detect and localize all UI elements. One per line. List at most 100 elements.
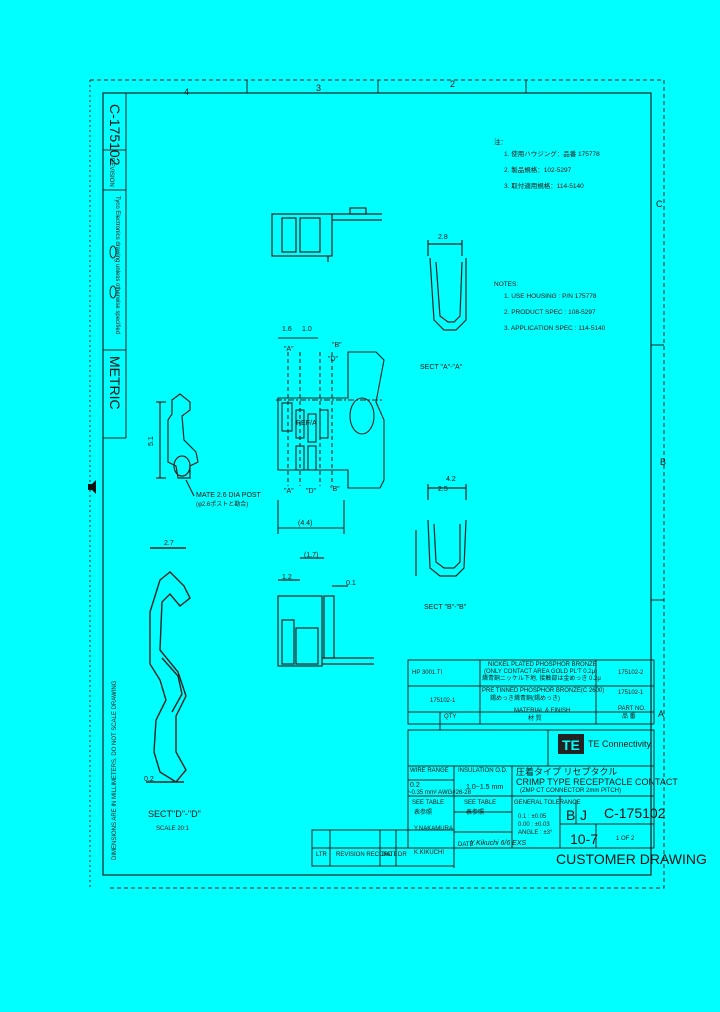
strip-scale-note: DIMENSIONS ARE IN MILLIMETERS. DO NOT SC… (112, 680, 118, 860)
dim-2-8: 2.8 (438, 234, 448, 241)
notes-en-item: 1. USE HOUSING : P/N 175778 (504, 293, 597, 300)
section-dd-label: SECT"D"-"D" (148, 809, 201, 819)
mate-note: MATE 2.6 DIA POST (196, 492, 261, 499)
see-table-mid-jp: 表参照 (466, 810, 485, 816)
bom-qty-label: QTY (444, 714, 457, 720)
dim-0-1: 0.1 (346, 580, 356, 587)
ltr-label: LTR (316, 852, 327, 858)
top-view-contact (271, 207, 382, 262)
date-col-label: DATE (382, 852, 398, 858)
date-label: DATE (458, 842, 474, 848)
dim-0-2: 0.2 (144, 776, 154, 783)
bom-row2-part: 175102-1 (430, 698, 456, 704)
tolerance-line: 0.1 : ±0.05 (518, 814, 547, 820)
drawn-by: Y.NAKAMURA (414, 826, 453, 832)
bom-row1-desc3: 燐青銅ニッケル下地, 接触部は金めっき 0.2μ (482, 676, 601, 682)
insulation-label: INSULATION O.D. (458, 768, 508, 774)
checked-by: K.KIKUCHI (414, 850, 445, 856)
label-b-top: "B" (332, 342, 342, 349)
signature: Y.Kikuchi 6/6 EXS (470, 840, 527, 847)
company-name: TE Connectivity (588, 739, 652, 749)
bom-row2-desc2: 錫めっき燐青銅(錫めっき) (490, 696, 560, 702)
dim-1-2: 1.2 (282, 574, 292, 581)
sheet-border (89, 79, 665, 889)
section-dd-scale: SCALE 20:1 (156, 826, 190, 832)
label-a-bottom: "A" (284, 488, 294, 495)
sheet-size: B (566, 807, 576, 823)
dim-1-6: 1.6 (282, 326, 292, 333)
tolerance-line: ANGLE : ±3° (518, 830, 553, 836)
notes-en-title: NOTES: (494, 281, 519, 288)
mate-note-jp: (φ2.6ポストと勘合) (196, 502, 249, 508)
section-dd-view (146, 547, 191, 783)
zone-3: 3 (316, 83, 322, 93)
dim-2-7: 2.7 (164, 540, 174, 547)
dim-4-4: (4.4) (298, 520, 313, 527)
general-tolerance-label: GENERAL TOLERANCE (514, 800, 581, 806)
speaker-icon (88, 480, 96, 494)
front-view-contact (277, 557, 374, 667)
revision-record-label: REVISION RECORD (336, 852, 393, 858)
notes-en-item: 3. APPLICATION SPEC : 114-5140 (504, 325, 606, 332)
title-jp: 圧着タイプ リセプタクル (516, 767, 618, 777)
section-bb-view (415, 484, 467, 577)
dim-2-5: 2.5 (438, 486, 448, 493)
notes-jp-item: 3. 取付適用規格：114-5140 (504, 183, 584, 190)
bom-material-label-jp: 材 質 (528, 716, 542, 722)
label-b-bottom: "B" (330, 486, 340, 493)
strip-drawing-number: C-175102 (107, 104, 123, 166)
see-table-left: SEE TABLE (412, 800, 445, 806)
te-logo-icon: TE (558, 734, 584, 754)
notes-jp-title: 注： (494, 139, 507, 146)
dim-5-1: 5.1 (148, 436, 155, 446)
svg-text:TE: TE (562, 737, 580, 753)
bom-row1-desc1: NICKEL PLATED PHOSPHOR BRONZE (488, 662, 597, 668)
wire-range-value: 0.2 (410, 782, 420, 789)
notes-jp-item: 2. 製品規格：102-5297 (504, 167, 572, 174)
bom-row2-desc1: PRE TINNED PHOSPHOR BRONZE(C 2600) (482, 688, 605, 694)
tolerance-line: 0.00 : ±0.03 (518, 822, 550, 828)
sheet-number: 1 OF 2 (616, 836, 635, 842)
zone-a: A (658, 709, 665, 719)
dim-1-0: 1.0 (302, 326, 312, 333)
bom-row1-desc2: (ONLY CONTACT AREA GOLD PL'T 0.2μ) (484, 669, 598, 675)
title-subtitle: (ZMP CT CONNECTOR 2mm PITCH) (520, 788, 622, 794)
left-strip (103, 93, 127, 439)
see-table-left-jp: 表参照 (414, 810, 433, 816)
dr-label: DR (398, 852, 407, 858)
bom-row2-pn: 175102-1 (618, 690, 644, 696)
doc-letter: J (580, 807, 587, 823)
strip-notice: Tyco Electronics drawing unless otherwis… (114, 196, 120, 335)
ref-label: REF/A (296, 420, 317, 427)
insulation-value: 1.0~1.5 mm (466, 784, 504, 791)
bom-part-label: PART NO. (618, 706, 646, 712)
bom-material-label: MATERIAL & FINISH (514, 708, 571, 714)
side-view-contact (156, 393, 199, 497)
wire-range-label: WIRE RANGE (410, 768, 449, 774)
bom-part-label-jp: 品 番 (622, 714, 636, 720)
label-d-bottom: "D" (306, 488, 317, 495)
bom-row1-pn: 175102-2 (618, 670, 644, 676)
section-bb-label: SECT "B"-"B" (424, 604, 467, 611)
drawing-number: C-175102 (604, 805, 666, 821)
notes-en-item: 2. PRODUCT SPEC : 108-5297 (504, 309, 596, 316)
title-block-grid (311, 659, 655, 868)
title-en: CRIMP TYPE RECEPTACLE CONTACT (516, 777, 678, 787)
dim-1-7: (1.7) (304, 552, 319, 559)
zone-c: C (656, 199, 663, 209)
stamp-text: HP 3001.TI (412, 670, 443, 676)
section-aa-view (427, 240, 467, 331)
strip-revision-label: REVISION (108, 158, 114, 187)
zone-2: 2 (450, 79, 456, 89)
plan-view-contact (276, 337, 385, 534)
customer-drawing-label: CUSTOMER DRAWING (556, 851, 707, 867)
section-aa-label: SECT "A"-"A" (420, 364, 463, 371)
label-a-top: "A" (284, 346, 294, 353)
zone-4: 4 (184, 87, 190, 97)
see-table-mid: SEE TABLE (464, 800, 497, 806)
label-d-top: "D" (328, 356, 339, 363)
zone-b: B (660, 457, 667, 467)
strip-metric: METRIC (107, 356, 123, 410)
dim-4-2: 4.2 (446, 476, 456, 483)
